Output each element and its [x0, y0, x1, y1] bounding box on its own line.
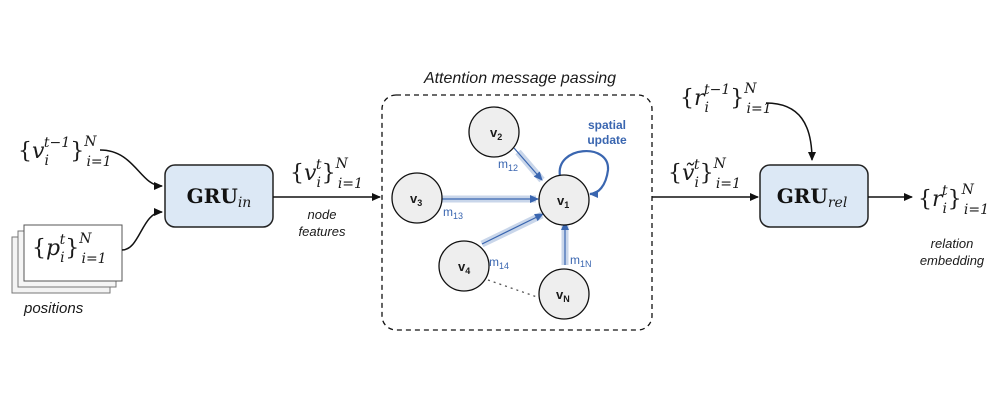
positions-label: positions	[23, 300, 84, 317]
svg-text:v1: v1	[557, 193, 569, 210]
arrow-v-prev-to-gru-in	[99, 149, 163, 190]
svg-text:{vit−1}Ni=1: {vit−1}Ni=1	[18, 134, 112, 170]
message-label-m12: m12	[498, 157, 518, 173]
message-label-m1N: m1N	[570, 253, 592, 269]
gru-in-label: GRUin	[187, 184, 252, 211]
spatial-update-loop	[558, 149, 610, 198]
svg-text:{rit−1}Ni=1: {rit−1}Ni=1	[680, 81, 772, 117]
message-label-m13: m13	[443, 205, 463, 221]
node-v3: v3	[391, 172, 443, 224]
relation-label-1: relation	[931, 236, 974, 251]
message-arrow-m12	[513, 147, 543, 181]
node-vN: vN	[538, 268, 590, 320]
attention-title: Attention message passing	[423, 70, 616, 87]
svg-text:{ṽit}Ni=1: {ṽit}Ni=1	[668, 156, 741, 192]
node-features-label-2: features	[299, 224, 346, 239]
spatial-update-label-2: update	[587, 133, 627, 147]
dotted-edge-v4-vN	[487, 279, 541, 299]
node-v1: v1	[538, 174, 590, 226]
svg-text:{rit}Ni=1: {rit}Ni=1	[918, 182, 989, 218]
message-label-m14: m14	[489, 255, 509, 271]
node-v4: v4	[438, 240, 490, 292]
gru-rel-label: GRUrel	[777, 184, 848, 211]
message-arrow-m14	[481, 213, 544, 245]
gru-in-box	[164, 164, 274, 228]
svg-text:v3: v3	[410, 191, 422, 208]
svg-text:{pit}Ni=1: {pit}Ni=1	[32, 231, 107, 267]
svg-text:v4: v4	[458, 259, 470, 276]
svg-text:vN: vN	[556, 287, 570, 304]
spatial-update-label-1: spatial	[588, 118, 626, 132]
relation-label-2: embedding	[920, 253, 985, 268]
gru-rel-box	[759, 164, 869, 228]
svg-text:v2: v2	[490, 125, 502, 142]
arrow-r-prev-to-gru-rel	[765, 102, 816, 161]
arrow-positions-to-gru-in	[121, 208, 163, 251]
node-v2: v2	[468, 106, 520, 158]
node-features-label-1: node	[308, 207, 337, 222]
message-passing-box	[381, 94, 653, 331]
svg-text:{vit}Ni=1: {vit}Ni=1	[290, 156, 363, 192]
